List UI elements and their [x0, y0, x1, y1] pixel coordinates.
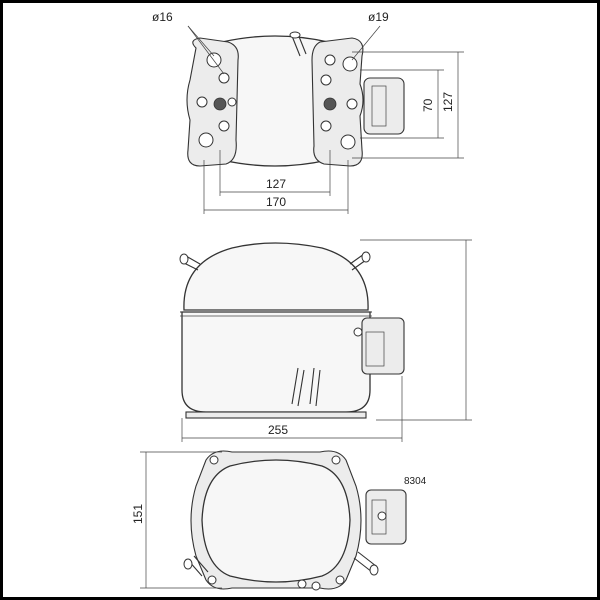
- left-mounting-plate: [186, 37, 239, 167]
- d16-leader-a: [187, 25, 215, 57]
- side-tube-left-end: [179, 253, 189, 265]
- right-bolt: [323, 97, 337, 111]
- side-base-plate: [185, 411, 367, 419]
- left-bottom-hole: [198, 132, 214, 148]
- bottom-shell: [201, 459, 351, 583]
- dim-70-label: 70: [421, 98, 435, 112]
- side-lower-tubes: [291, 367, 321, 407]
- dim-151-label: 151: [131, 504, 145, 524]
- bottom-hole-br: [335, 575, 345, 585]
- dim-127-side-label: 127: [441, 92, 455, 112]
- left-top-hole: [206, 52, 222, 68]
- top-view: ø16 ø19 127 170 70 127: [152, 10, 464, 214]
- left-hole-2: [218, 72, 230, 84]
- side-view-lower-shell: [181, 311, 371, 413]
- bottom-tube-right-end: [369, 564, 379, 576]
- right-hole-3: [346, 98, 358, 110]
- dim-d19-label: ø19: [368, 10, 389, 24]
- dim-d16-label: ø16: [152, 10, 173, 24]
- side-view: 255: [179, 239, 472, 442]
- side-terminal-box: [361, 317, 405, 375]
- right-top-small-hole: [324, 54, 336, 66]
- right-bottom-hole: [340, 134, 356, 150]
- top-tube: [291, 33, 307, 57]
- d16-leader-b: [187, 25, 225, 75]
- side-terminal-hole: [353, 327, 363, 337]
- bottom-hole-bl: [207, 575, 217, 585]
- bottom-tube-stub-1: [297, 579, 307, 589]
- top-tube-end: [289, 31, 301, 39]
- right-top-hole: [342, 56, 358, 72]
- top-terminal-inner: [371, 85, 387, 127]
- left-hole-5: [218, 120, 230, 132]
- dim-255-label: 255: [268, 423, 288, 437]
- left-hole-4: [227, 97, 237, 107]
- side-terminal-inner: [365, 331, 385, 367]
- dim-127-top-label: 127: [266, 177, 286, 191]
- bottom-hole-tl: [209, 455, 219, 465]
- bottom-terminal-screw: [377, 511, 387, 521]
- compressor-drawing: ø16 ø19 127 170 70 127: [131, 10, 472, 591]
- top-terminal-box: [363, 77, 405, 135]
- bottom-hole-tr: [331, 455, 341, 465]
- right-hole-2: [320, 74, 332, 86]
- left-bolt: [213, 97, 227, 111]
- right-hole-4: [320, 120, 332, 132]
- bottom-view: 151 8304: [131, 450, 427, 591]
- dim-170-label: 170: [266, 195, 286, 209]
- side-tube-right-end: [361, 251, 371, 263]
- bottom-tube-left-end: [183, 558, 193, 570]
- left-hole-3: [196, 96, 208, 108]
- d19-leader: [351, 25, 381, 61]
- model-code-label: 8304: [404, 476, 427, 487]
- side-view-dome: [183, 242, 369, 311]
- bottom-tube-stub-2: [311, 581, 321, 591]
- bottom-tube-right: [353, 551, 377, 573]
